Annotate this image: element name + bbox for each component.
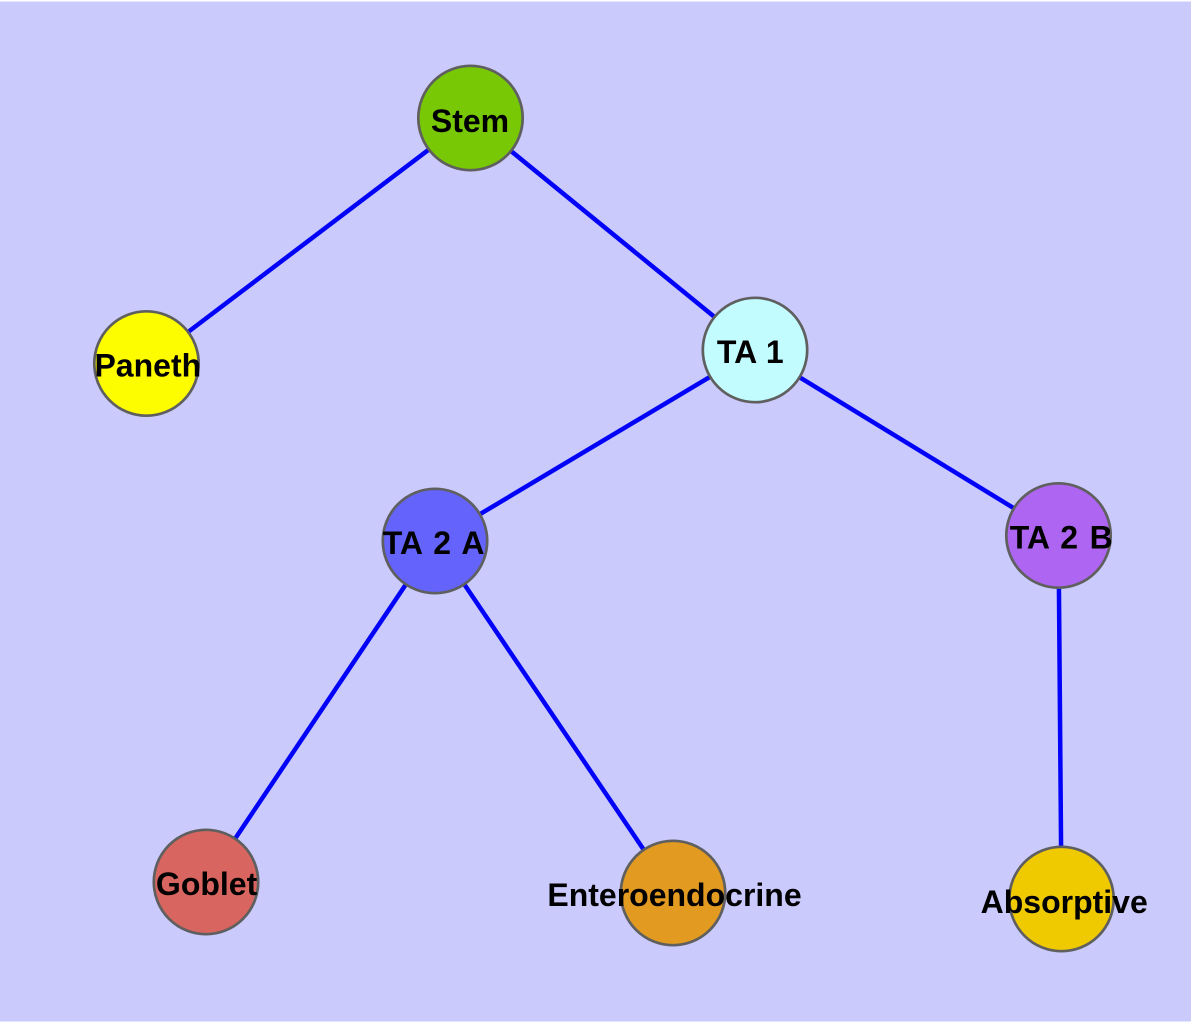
- svg-text:Paneth: Paneth: [94, 348, 201, 384]
- svg-text:TA 2 B: TA 2 B: [1010, 520, 1113, 556]
- svg-text:Goblet: Goblet: [156, 866, 258, 902]
- svg-text:Enteroendocrine: Enteroendocrine: [547, 877, 801, 913]
- svg-text:TA 1: TA 1: [717, 334, 784, 370]
- svg-text:Absorptive: Absorptive: [981, 884, 1148, 920]
- svg-text:TA 2 A: TA 2 A: [383, 525, 485, 561]
- svg-text:Stem: Stem: [431, 103, 509, 139]
